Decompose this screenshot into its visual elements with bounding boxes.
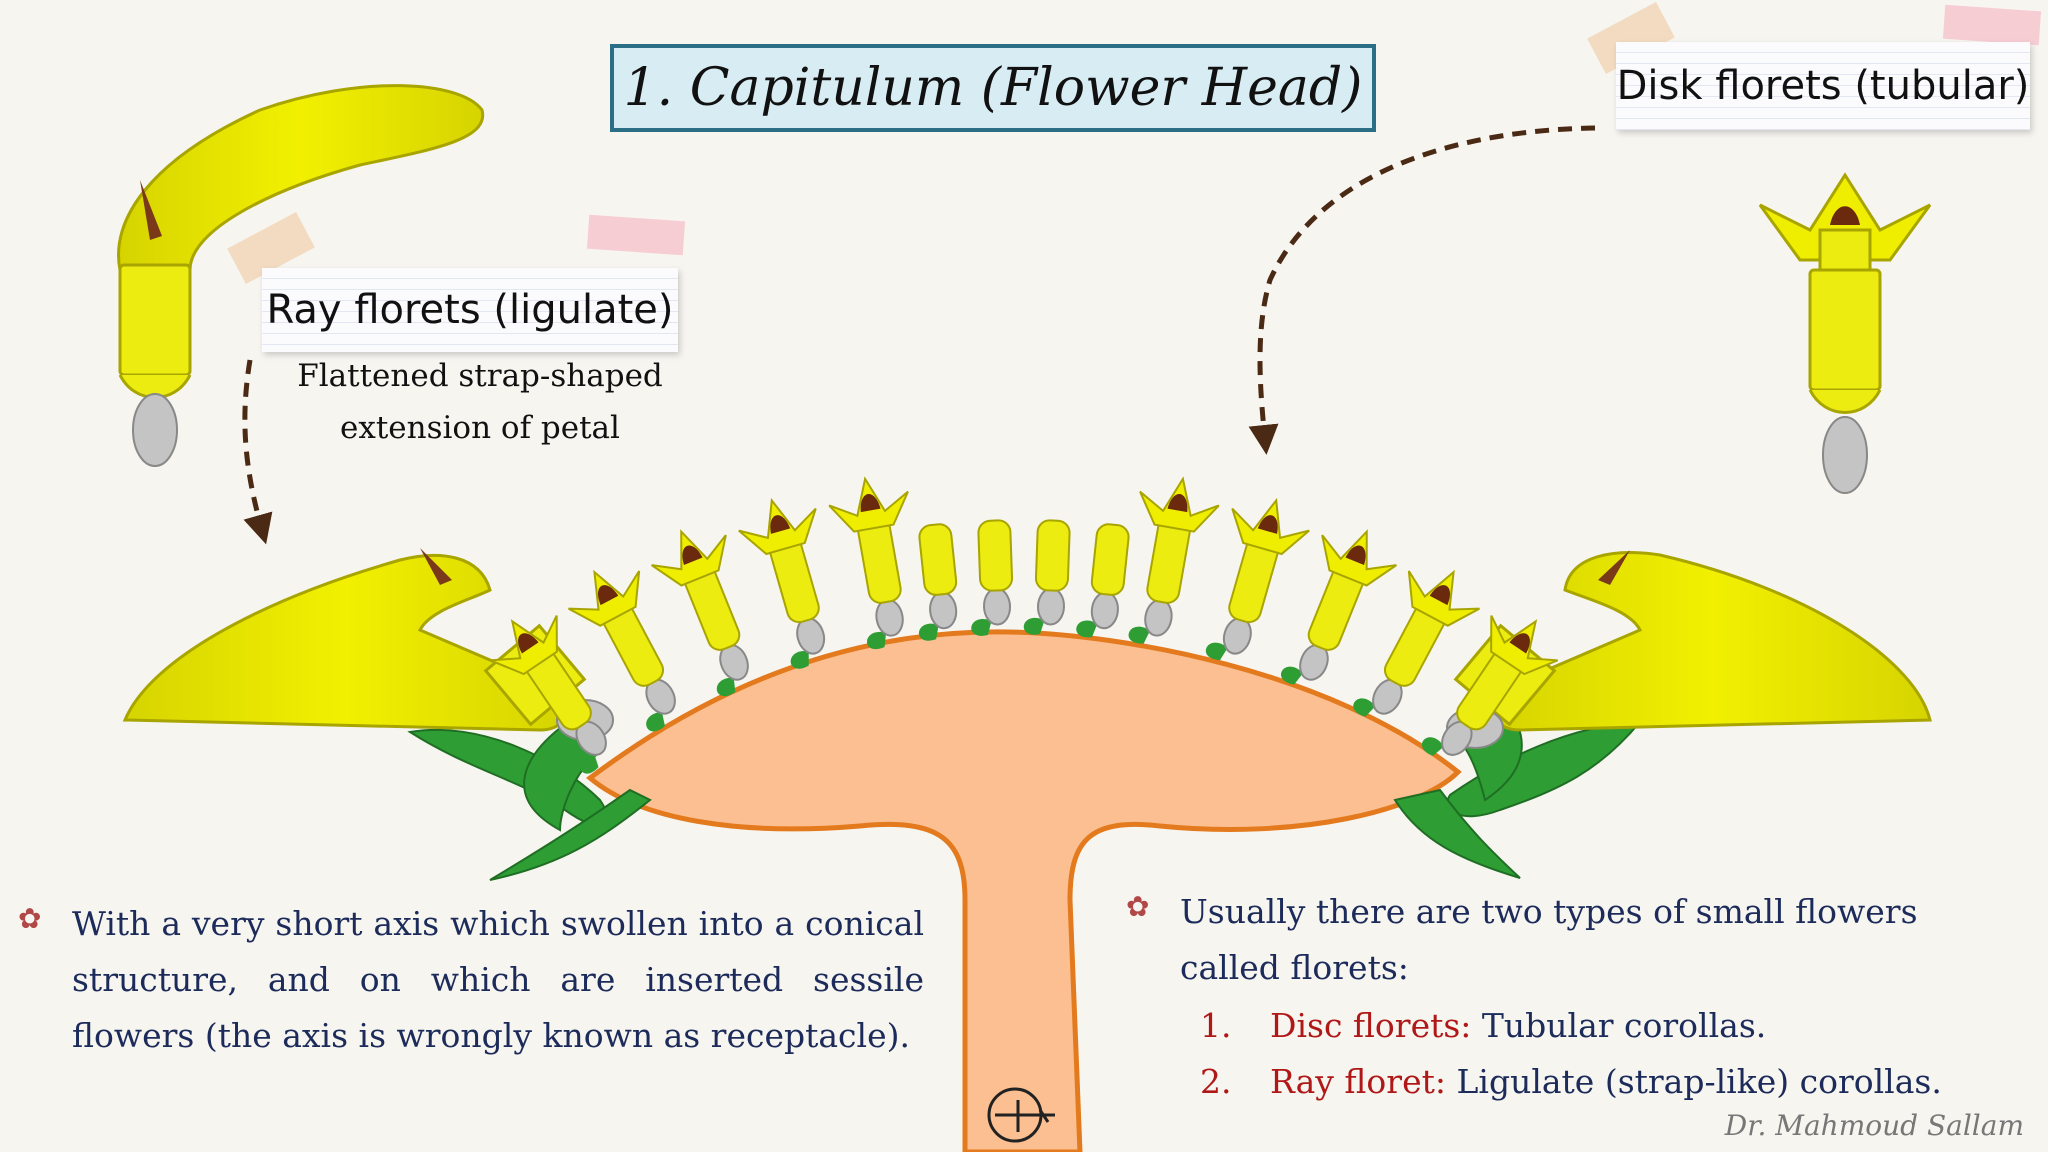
list-term: Disc florets: [1270,1006,1472,1045]
list-item: 1. Disc florets: Tubular corollas. [1200,998,2030,1054]
disc-floret [568,569,676,732]
ray-florets-description: Flattened strap-shaped extension of peta… [280,350,680,454]
bracts-left [407,726,652,881]
disc-florets-row [489,476,1559,774]
disc-floret [1205,497,1310,661]
disc-floret [1023,519,1071,635]
receptacle [585,629,1462,1152]
ray-florets-label: Ray florets (ligulate) [262,268,678,352]
disc-floret [918,523,958,641]
ray-desc-line2: extension of petal [340,410,620,446]
flower-bullet-icon: ✿ [18,902,42,935]
disc-floret [651,529,749,697]
disc-floret [489,615,607,774]
disc-floret [1421,615,1559,756]
list-text: Ligulate (strap-like) corollas. [1445,1062,1942,1101]
arrow-ray [242,359,273,545]
ray-floret-left [122,548,614,741]
page-title: 1. Capitulum (Flower Head) [610,44,1376,132]
florets-list: 1. Disc florets: Tubular corollas. 2. Ray … [1200,998,2030,1110]
author-signature: Dr. Mahmoud Sallam [1724,1109,2024,1142]
florets-intro: Usually there are two types of small flo… [1180,892,1918,987]
tape-decoration [1942,4,2042,46]
isolated-disc-floret [1758,172,1932,494]
disc-floret [971,519,1014,636]
flower-bullet-icon: ✿ [1126,890,1150,923]
disc-floret [738,497,826,669]
axis-description: With a very short axis which swollen int… [72,904,924,1055]
list-item: 2. Ray floret: Ligulate (strap-like) coro… [1200,1054,2030,1110]
list-number: 2. [1200,1062,1232,1101]
disc-floret [1076,523,1130,638]
author-stamp-icon [987,1087,1055,1143]
tape-decoration [586,214,686,256]
isolated-ray-floret [117,84,485,467]
disc-floret [1128,476,1220,644]
list-text: Tubular corollas. [1471,1006,1767,1045]
disc-floret [1281,529,1397,685]
arrow-disk [1248,125,1596,455]
list-term: Ray floret: [1270,1062,1446,1101]
list-number: 1. [1200,1006,1232,1045]
ray-desc-line1: Flattened strap-shaped [297,358,663,394]
disc-floret [1353,569,1480,717]
disc-floret [828,476,909,649]
disk-florets-label: Disk florets (tubular) [1616,42,2030,130]
